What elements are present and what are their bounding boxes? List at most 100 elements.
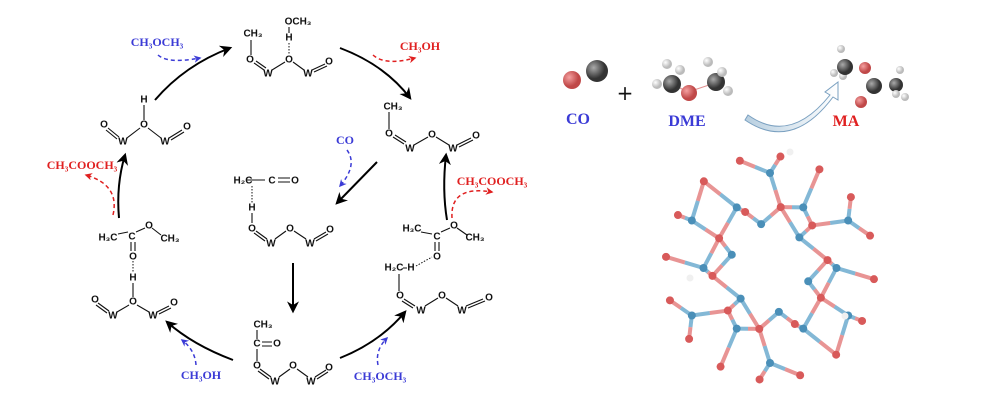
atom-label: O [291,176,299,187]
label-dme-in-bottom: CH₃OCH₃ [354,369,407,383]
tungsten-atom [699,264,708,272]
atom-label: C [128,232,135,243]
oxygen-atom [708,271,717,280]
tungsten-atom [687,311,696,320]
oxygen-atom [699,177,708,186]
overall-reaction: CO + DME MA [563,45,909,133]
oxygen-atom [816,293,825,302]
atom-label: O [183,122,191,133]
atom-label: O [325,363,333,374]
atom-label: O [428,130,436,141]
oxygen-atom [716,362,725,371]
dme-molecule [652,57,733,101]
atom-label: W [448,144,458,155]
arrow-step-5 [339,310,407,359]
atom-label: O [91,295,99,306]
arrow-step-3 [335,161,378,205]
atom-label: O [246,55,254,66]
label-co: CO [566,111,590,128]
atom-label: O [100,120,108,131]
atom-label: CH₃ [253,320,272,331]
oxygen-atom [832,350,841,359]
atom-label: H₃C [98,233,117,244]
label-ma: MA [833,113,860,130]
ma-out-right-arrow [451,187,494,219]
atom-label: O [286,224,294,235]
intermediate-6: H₃C C O CH₃ O H O O W W O [91,221,180,322]
label-ma-out-left: CH₃COOCH₃ [47,158,118,172]
oxygen-atom [776,203,785,212]
ma-molecule [830,45,909,108]
label-methanol-out: CH₃OH [400,39,441,53]
oxygen-atom [673,211,682,220]
oxygen-atom [741,207,750,216]
tungsten-atom [844,216,853,225]
atom-label: O [450,221,458,232]
atom-label: W [457,306,467,317]
dme-in-arrow [157,54,202,63]
atom-label: O [472,131,480,142]
atom-label: W [148,311,158,322]
atom-label: OCH₃ [285,17,312,28]
atom-label: O [396,291,404,302]
atom-label: H [129,273,136,284]
atom-label: H [407,263,414,274]
arrow-step-7 [165,320,234,361]
atom-label: W [305,239,315,250]
oxygen-atom [796,371,805,380]
oxygen-atom [846,193,855,202]
label-dme-in: CH₃OCH₃ [131,35,184,49]
hydrogen-atom [841,312,849,320]
oxygen-atom [665,296,674,305]
intermediate-1: CH₃ OCH₃ H O W O W O [243,17,333,80]
curved-arrow [744,80,839,133]
oxygen-atom [755,375,764,384]
arrow-step-8 [116,152,128,219]
dme-in-bottom-arrow [376,336,389,366]
atom-label: O [145,221,153,232]
label-dme: DME [668,113,705,130]
intermediate-2: CH₃ O W O W O [383,102,480,155]
atom-label: O [326,225,334,236]
atom-label: O [248,224,256,235]
atom-label: O [385,129,393,140]
tungsten-atom [804,277,813,286]
arrow-step-1 [154,45,233,101]
atom-label: W [160,137,170,148]
atom-label: H₂C [385,263,404,274]
atom-label: CH₃ [383,102,402,113]
atom-label: H [285,33,292,44]
tungsten-atom [687,216,696,225]
atom-label: C [253,339,260,350]
atom-label: O [285,55,293,66]
oxygen-atom [723,306,732,315]
label-methanol-in: CH₃OH [181,368,222,382]
atom-label: H [140,95,147,106]
hydrogen-atom [686,274,694,282]
atom-label: W [108,311,118,322]
oxygen-atom [823,256,832,265]
oxygen-atom [715,234,724,243]
atom-label: W [118,137,128,148]
atom-label: H [248,203,255,214]
atom-label: O [438,291,446,302]
label-co-in: CO [336,133,354,147]
tungsten-atom [732,324,741,333]
atom-label: W [416,306,426,317]
oxygen-atom [755,324,764,333]
oxygen-atom [776,152,785,161]
arrow-step-2 [339,47,412,100]
intermediate-7: H₃C C O CH₃ O H₂C H O W O W O [385,221,494,317]
atom-label: O [325,57,333,68]
atom-label: O [273,339,281,350]
polyoxometalate-cluster-model [662,148,878,384]
intermediate-3: H O W O W O [100,95,191,148]
ma-out-left-arrow [84,173,115,216]
atom-label: W [405,144,415,155]
atom-label: W [270,377,280,388]
atom-label: C [268,176,275,187]
hydrogen-atom [786,148,794,156]
tungsten-atom [832,264,841,272]
oxygen-atom [790,320,799,329]
